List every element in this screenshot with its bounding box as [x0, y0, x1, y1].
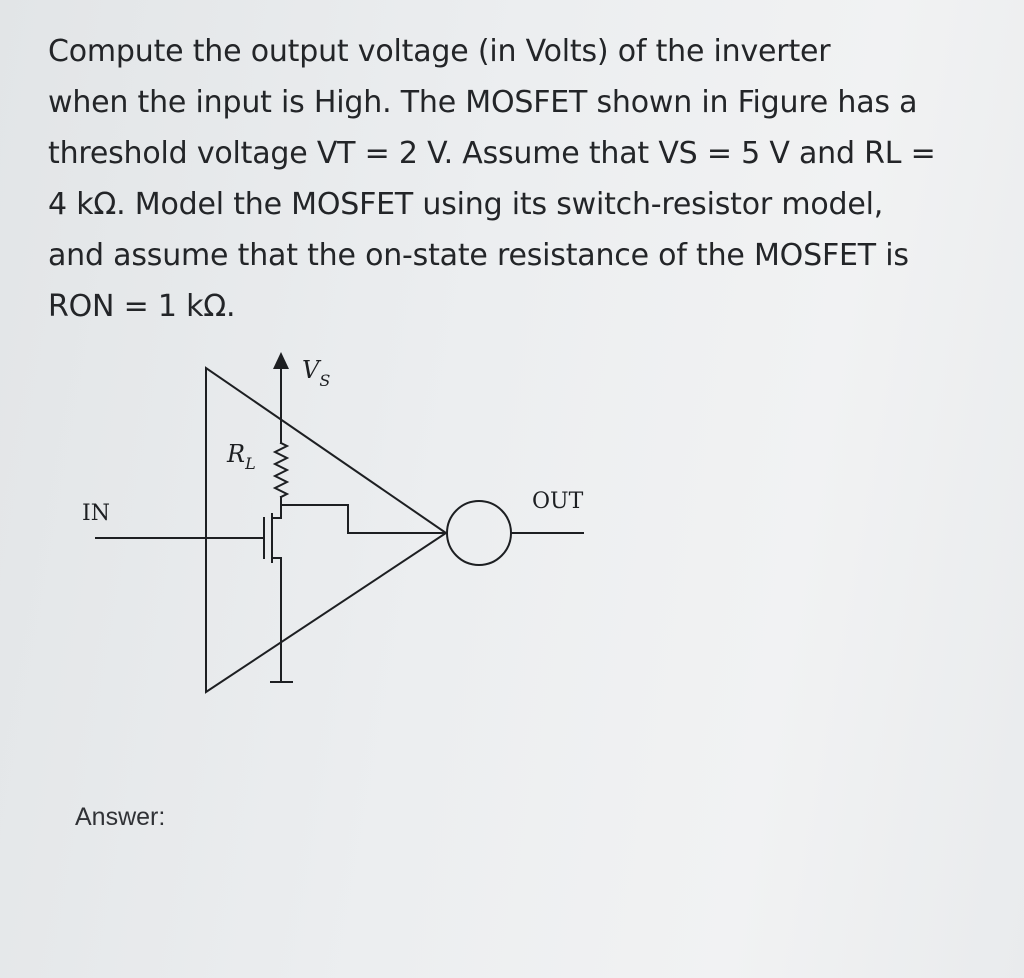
question-line: 4 kΩ. Model the MOSFET using its switch-…	[48, 187, 884, 222]
inverter-circuit-diagram: VS RL IN OUT	[82, 352, 584, 694]
answer-label: Answer:	[75, 803, 166, 831]
inverter-output-bubble	[446, 500, 512, 566]
supply-label: VS	[302, 356, 330, 390]
load-resistor	[272, 441, 290, 499]
output-node-wire	[280, 504, 447, 534]
question-line: RON = 1 kΩ.	[48, 289, 236, 324]
mosfet-source	[271, 557, 282, 683]
input-label: IN	[82, 501, 110, 526]
question-line: and assume that the on-state resistance …	[48, 238, 909, 273]
question-line: threshold voltage VT = 2 V. Assume that …	[48, 136, 936, 171]
supply-arrow-icon	[273, 352, 289, 369]
output-label: OUT	[532, 489, 584, 514]
question-text: Compute the output voltage (in Volts) of…	[48, 26, 978, 332]
inverter-triangle	[205, 366, 448, 694]
question-line: when the input is High. The MOSFET shown…	[48, 85, 918, 120]
question-line: Compute the output voltage (in Volts) of…	[48, 34, 831, 69]
resistor-label: RL	[226, 440, 256, 473]
